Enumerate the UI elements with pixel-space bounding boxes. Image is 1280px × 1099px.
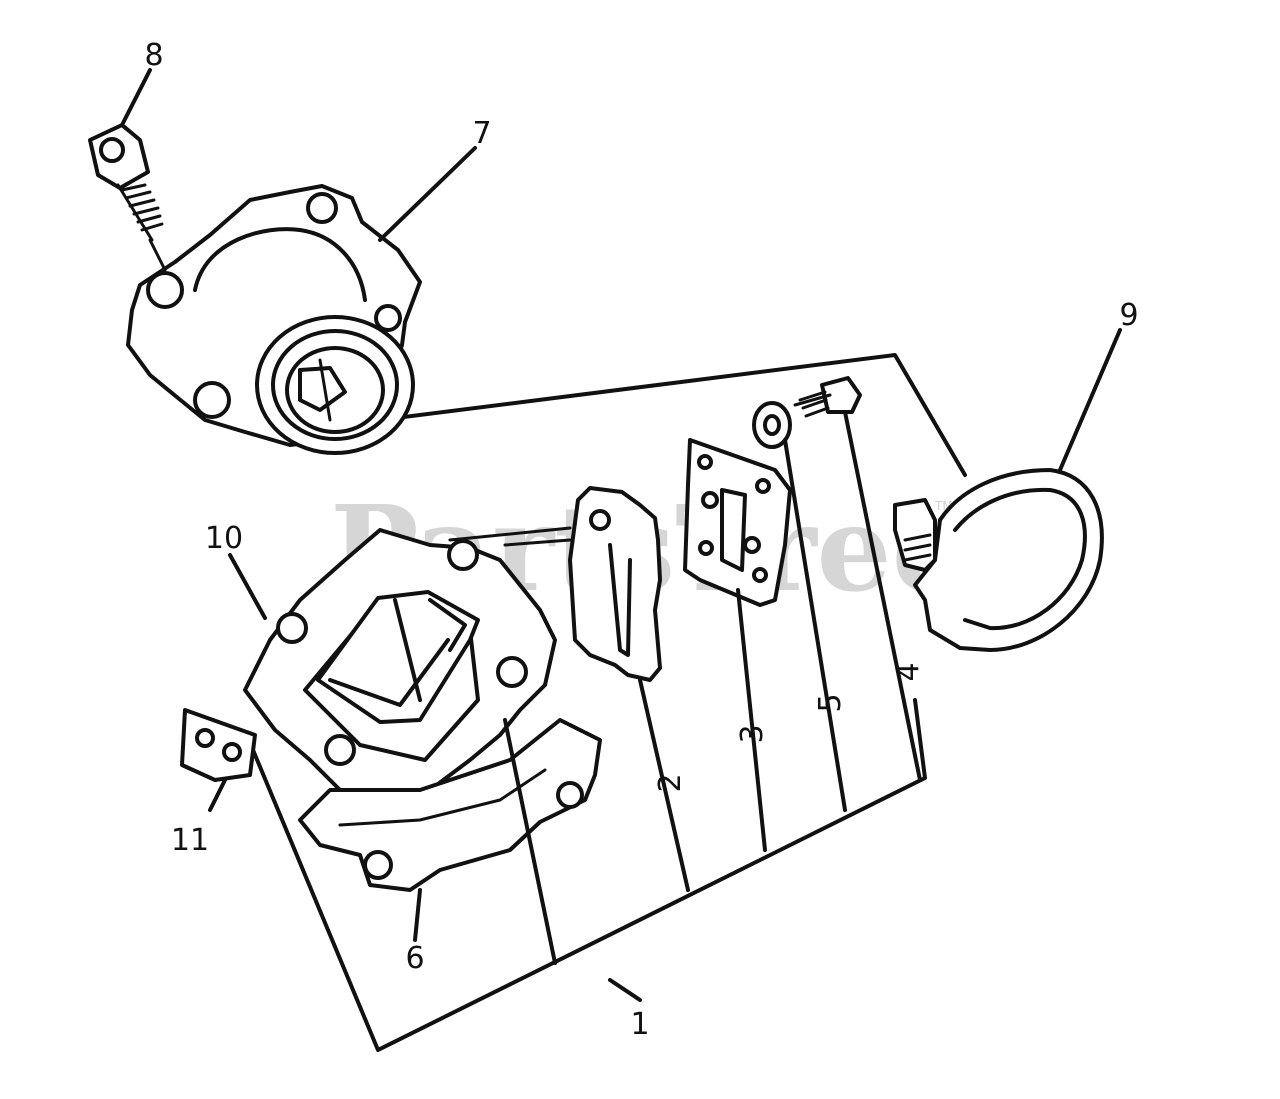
callout-1: 1	[630, 1007, 649, 1042]
part-3-stopper-plate	[683, 438, 792, 607]
part-9-clamp	[893, 468, 1104, 652]
leader-lines	[120, 68, 1122, 1002]
callout-3: 3	[735, 724, 770, 743]
callout-11: 11	[171, 823, 209, 858]
part-8-screw	[88, 123, 167, 272]
part-7-adapter-housing	[126, 184, 422, 455]
callout-8: 8	[144, 38, 163, 73]
callout-10: 10	[205, 521, 243, 556]
part-5-washer	[752, 401, 792, 449]
part-1-reed-block	[316, 590, 480, 724]
callout-5: 5	[813, 693, 848, 712]
part-4-screw	[793, 376, 862, 418]
callout-9: 9	[1119, 298, 1138, 333]
callout-2: 2	[653, 773, 688, 792]
part-2-reed-petal	[568, 486, 662, 682]
part-6-lower-gasket	[298, 718, 602, 892]
assembly-bracket-lines	[251, 353, 967, 1052]
callout-6: 6	[405, 941, 424, 976]
callout-labels: 8 7 9 10 11 6 1 2 3 5 4	[144, 38, 1138, 1042]
callout-4: 4	[891, 662, 926, 681]
callout-7: 7	[472, 116, 491, 151]
part-11-plate	[180, 708, 257, 782]
